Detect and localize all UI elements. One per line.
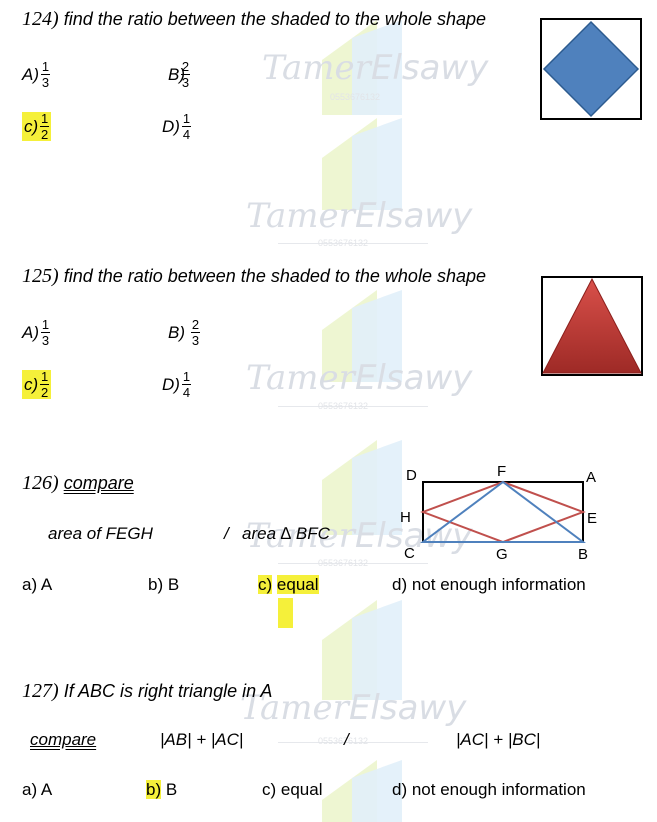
watermark-logo (322, 440, 402, 535)
triangle-BFC (420, 480, 586, 543)
question-text: find the ratio between the shaded to the… (63, 9, 486, 29)
watermark-name: TamerElsawy (246, 358, 473, 398)
question-126: 126) compare (22, 472, 134, 495)
answer-b[interactable]: b) B (148, 575, 180, 594)
label-E: E (587, 510, 597, 527)
highlight-mark (278, 598, 293, 628)
triangle-figure (541, 276, 643, 376)
watermark-phone: 0553676132 (318, 736, 369, 746)
watermark-logo (322, 20, 402, 115)
question-number: 125) (22, 265, 59, 287)
label-G: G (496, 546, 508, 563)
question-text: If ABC is right triangle in A (63, 681, 273, 701)
compare-right: area ∆ BFC (242, 524, 330, 543)
label-B: B (578, 546, 588, 563)
question-text: find the ratio between the shaded to the… (63, 266, 486, 286)
compare-separator: / (224, 524, 229, 543)
watermark-name: TamerElsawy (240, 688, 467, 728)
watermark-name: TamerElsawy (246, 196, 473, 236)
compare-label: compare (30, 730, 97, 749)
compare-title: compare (63, 473, 134, 493)
diamond-figure (540, 18, 642, 120)
label-D: D (406, 467, 417, 484)
answer-a[interactable]: a) A (22, 780, 53, 799)
shaded-triangle (542, 277, 642, 374)
watermark-phone: 0553676132 (318, 558, 369, 568)
label-A: A (586, 469, 596, 486)
answer-b-correct[interactable]: b) B (146, 780, 178, 799)
compare-left: area of FEGH (48, 524, 153, 543)
question-number: 124) (22, 8, 59, 30)
question-125: 125) find the ratio between the shaded t… (22, 265, 486, 288)
answer-a[interactable]: a) A (22, 575, 53, 594)
question-number: 126) (22, 472, 59, 494)
compare-left: |AB| + |AC| (160, 730, 244, 749)
shaded-diamond (542, 20, 640, 118)
compare-separator: / (344, 730, 349, 749)
watermark-phone: 0553676132 (318, 238, 369, 248)
compare-right: |AC| + |BC| (456, 730, 541, 749)
answer-c-correct[interactable]: c) equal (258, 575, 319, 594)
answer-d[interactable]: d) not enough information (392, 575, 586, 594)
rectangle-figure: D F A H E C G B (400, 463, 597, 563)
label-H: H (400, 509, 411, 526)
answer-d[interactable]: d) not enough information (392, 780, 586, 799)
answer-c[interactable]: c) equal (262, 780, 323, 799)
quad-FEGH (420, 480, 586, 544)
label-F: F (497, 463, 506, 480)
watermark-phone: 0553676132 (330, 92, 381, 102)
question-124: 124) find the ratio between the shaded t… (22, 8, 486, 31)
watermark-phone: 0553676132 (318, 401, 369, 411)
watermark-logo (322, 118, 402, 210)
question-127: 127) If ABC is right triangle in A (22, 680, 272, 703)
question-number: 127) (22, 680, 59, 702)
watermark-logo (322, 600, 402, 700)
label-C: C (404, 545, 415, 562)
rect-DABC (422, 481, 584, 543)
watermark-logo (322, 290, 402, 382)
watermark-name: TamerElsawy (262, 48, 489, 88)
